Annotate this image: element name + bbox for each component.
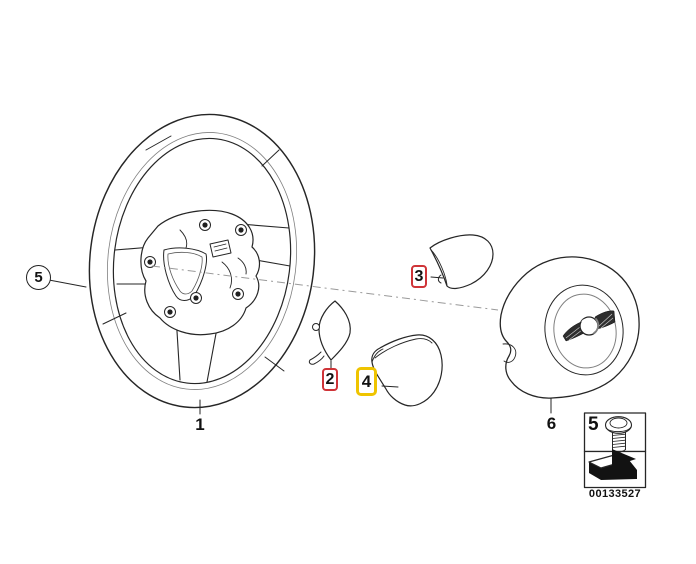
callout-1[interactable]: 1 [195, 415, 205, 434]
direction-arrow-icon [588, 449, 637, 480]
callout-3[interactable]: 3 [411, 265, 427, 288]
callout-4[interactable]: 4 [356, 367, 377, 396]
callout-6[interactable]: 6 [546, 414, 557, 433]
wheel-rim-inner-contour [106, 132, 298, 390]
callout-2[interactable]: 2 [322, 368, 338, 391]
hub-bolts [144, 219, 247, 318]
diagram-part-number: 00133527 [588, 488, 642, 500]
cover-cap-part2-drawing [308, 300, 351, 365]
trim-part3-drawing [429, 234, 494, 290]
leader-lines [48, 276, 552, 415]
steering-wheel-drawing [88, 113, 316, 409]
axis-line [151, 265, 499, 311]
wheel-spokes [114, 223, 291, 383]
airbag-module-drawing [499, 256, 640, 399]
screw-icon [604, 416, 633, 453]
mini-wings-logo [562, 310, 616, 342]
callout-5[interactable]: 5 [26, 265, 51, 290]
rim-seams [102, 135, 285, 372]
legend [583, 412, 647, 489]
legend-screw-label: 5 [588, 414, 599, 435]
trim-part4-drawing [371, 334, 443, 407]
